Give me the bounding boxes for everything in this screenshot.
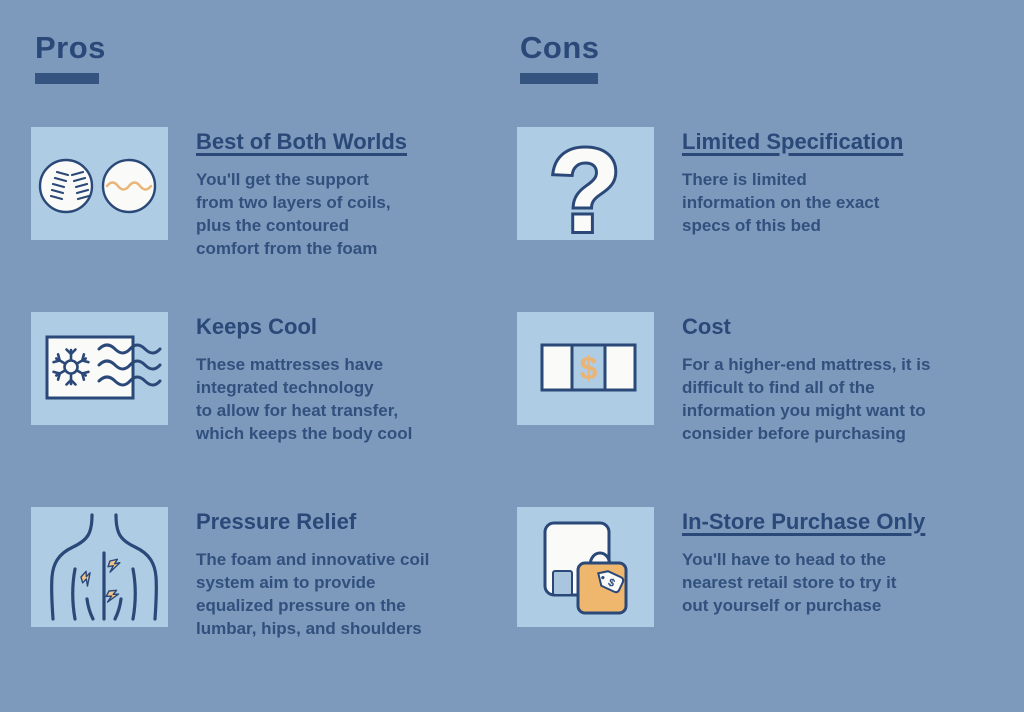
cons-header-underline	[520, 73, 598, 84]
pro-item-pressure-relief: Pressure Relief The foam and innovative …	[31, 507, 496, 640]
question-mark-icon: ?	[517, 127, 654, 240]
coils-foam-icon	[31, 127, 168, 240]
item-body: For a higher-end mattress, it is difficu…	[682, 355, 931, 444]
store-bag-icon: $	[517, 507, 654, 627]
svg-text:?: ?	[549, 127, 621, 240]
item-body: The foam and innovative coil system aim …	[196, 550, 430, 639]
item-title: Cost	[682, 314, 731, 339]
cons-header: Cons	[520, 30, 600, 84]
svg-text:$: $	[580, 350, 598, 386]
cons-header-label: Cons	[520, 30, 600, 65]
pros-header-label: Pros	[35, 30, 106, 65]
item-title: Pressure Relief	[196, 509, 357, 534]
item-body: You'll get the support from two layers o…	[196, 170, 391, 259]
con-item-in-store-purchase-only: $ In-Store Purchase Only You'll have to …	[517, 507, 982, 627]
con-item-cost: $ Cost For a higher-end mattress, it is …	[517, 312, 982, 445]
pro-item-best-of-both-worlds: Best of Both Worlds You'll get the suppo…	[31, 127, 496, 260]
pro-item-keeps-cool: Keeps Cool These mattresses have integra…	[31, 312, 496, 445]
item-body: These mattresses have integrated technol…	[196, 355, 413, 444]
con-item-limited-specification: ? Limited Specification There is limited…	[517, 127, 982, 240]
item-title: In-Store Purchase Only	[682, 509, 926, 534]
money-icon: $	[517, 312, 654, 425]
item-body: You'll have to head to the nearest retai…	[682, 550, 897, 616]
item-title: Best of Both Worlds	[196, 129, 408, 154]
back-pain-icon	[31, 507, 168, 627]
item-body: There is limited information on the exac…	[682, 170, 880, 236]
svg-text:$: $	[606, 576, 617, 589]
snowflake-airflow-icon	[31, 312, 168, 425]
item-title: Limited Specification	[682, 129, 904, 154]
pros-header-underline	[35, 73, 99, 84]
item-title: Keeps Cool	[196, 314, 318, 339]
pros-header: Pros	[35, 30, 106, 84]
